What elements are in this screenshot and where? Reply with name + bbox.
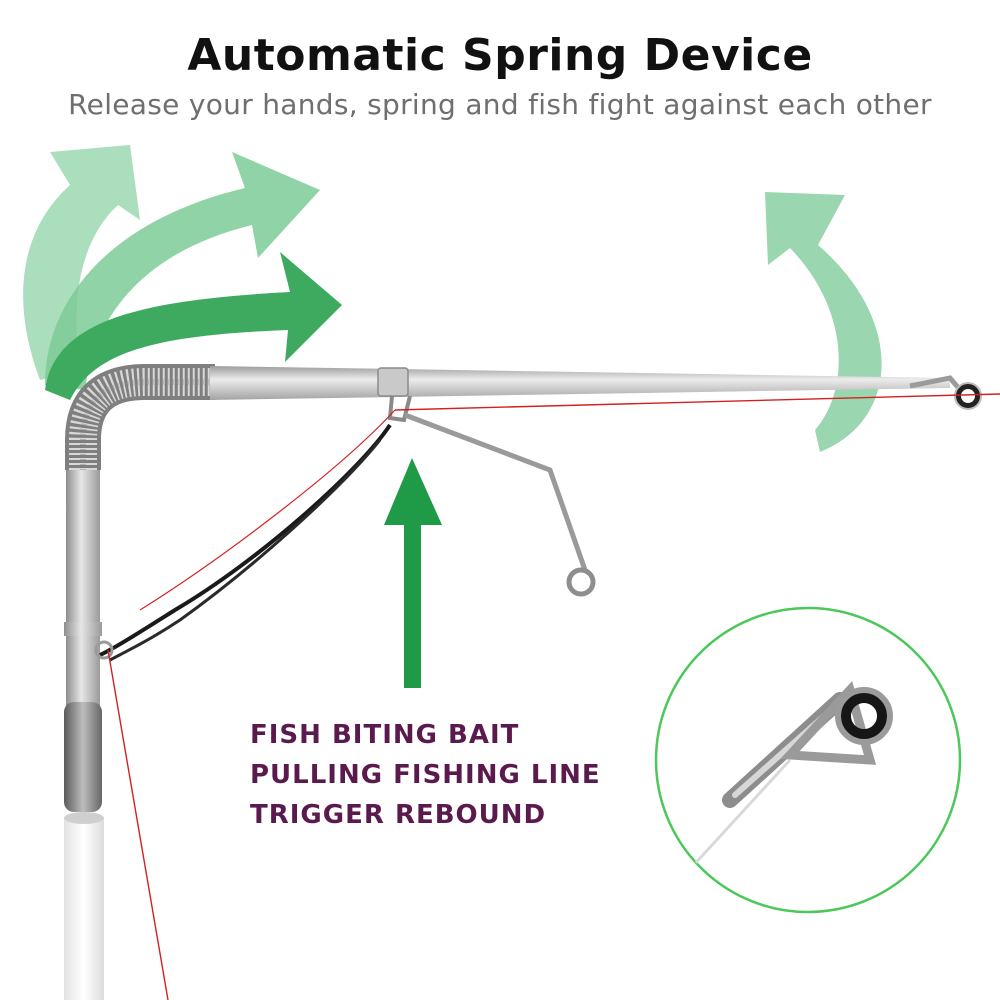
inset-closeup bbox=[654, 606, 962, 914]
lanyard-cord bbox=[94, 423, 392, 662]
upward-trigger-arrow-icon bbox=[384, 458, 442, 688]
callout-line-3: TRIGGER REBOUND bbox=[250, 800, 547, 830]
horizontal-arm bbox=[210, 366, 950, 400]
page-subtitle: Release your hands, spring and fish figh… bbox=[68, 88, 932, 121]
rod-tip-guide-icon bbox=[909, 375, 982, 410]
trigger-callout: FISH BITING BAIT PULLING FISHING LINE TR… bbox=[250, 715, 670, 835]
rebound-arrow-icon-middle bbox=[45, 152, 320, 390]
fishing-rod-butt bbox=[64, 812, 104, 1000]
rebound-arrow-icon-back bbox=[23, 145, 140, 380]
rebound-arrow-icon-front bbox=[45, 252, 342, 400]
fishing-line bbox=[107, 393, 1000, 1000]
trigger-wire bbox=[387, 395, 596, 597]
page-title: Automatic Spring Device bbox=[187, 30, 813, 81]
coil-spring-icon bbox=[65, 364, 215, 470]
callout-line-1: FISH BITING BAIT bbox=[250, 720, 520, 750]
callout-line-2: PULLING FISHING LINE bbox=[250, 760, 601, 790]
vertical-tube bbox=[64, 470, 102, 812]
tip-rebound-arrow-icon bbox=[765, 192, 882, 452]
